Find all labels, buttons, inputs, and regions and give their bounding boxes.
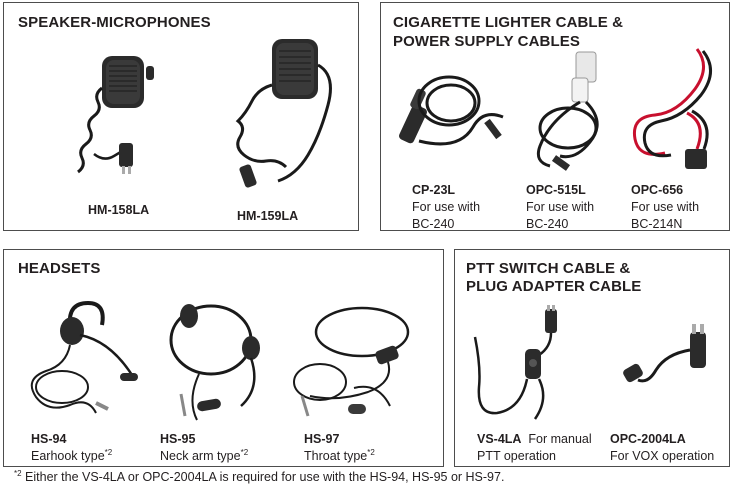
hs-94-label: HS-94 Earhook type*2 (31, 432, 113, 463)
section-title-line2: POWER SUPPLY CABLES (393, 33, 580, 50)
opc-515l-image (524, 48, 624, 173)
hs-94-image (22, 295, 142, 425)
cp-23l-image (399, 61, 511, 171)
hm-159la-image (222, 35, 342, 195)
vs-4la-label: VS-4LA For manual PTT operation (477, 432, 592, 463)
section-title-line1: CIGARETTE LIGHTER CABLE & (393, 14, 623, 31)
hs-97-image (292, 300, 432, 430)
ptt-section: PTT SWITCH CABLE & PLUG ADAPTER CABLE VS… (454, 249, 730, 467)
footnote: *2 Either the VS-4LA or OPC-2004LA is re… (14, 468, 505, 484)
hs-95-image (159, 290, 284, 425)
opc-2004la-label: OPC-2004LA For VOX operation (610, 432, 715, 463)
section-title: HEADSETS (18, 260, 101, 277)
opc-656-label: OPC-656 For use with BC-214N (631, 183, 700, 231)
speaker-microphones-section: SPEAKER-MICROPHONES HM-158LA (3, 2, 359, 231)
hs-95-label: HS-95 Neck arm type*2 (160, 432, 249, 463)
section-title: SPEAKER-MICROPHONES (18, 14, 211, 31)
hm-158la-label: HM-158LA (88, 203, 150, 217)
opc-656-image (627, 43, 727, 178)
vs-4la-image (473, 305, 585, 425)
cp-23l-label: CP-23L For use with BC-240 (412, 183, 481, 231)
hm-159la-label: HM-159LA (237, 209, 299, 223)
section-title-line2: PLUG ADAPTER CABLE (466, 278, 642, 295)
hs-97-label: HS-97 Throat type*2 (304, 432, 375, 463)
section-title-line1: PTT SWITCH CABLE & (466, 260, 631, 277)
opc-515l-label: OPC-515L For use with BC-240 (526, 183, 595, 231)
opc-2004la-image (620, 310, 720, 410)
headsets-section: HEADSETS HS-94 Earhook type*2 HS-95 Neck… (3, 249, 444, 467)
power-cables-section: CIGARETTE LIGHTER CABLE & POWER SUPPLY C… (380, 2, 730, 231)
hm-158la-image (64, 48, 174, 188)
